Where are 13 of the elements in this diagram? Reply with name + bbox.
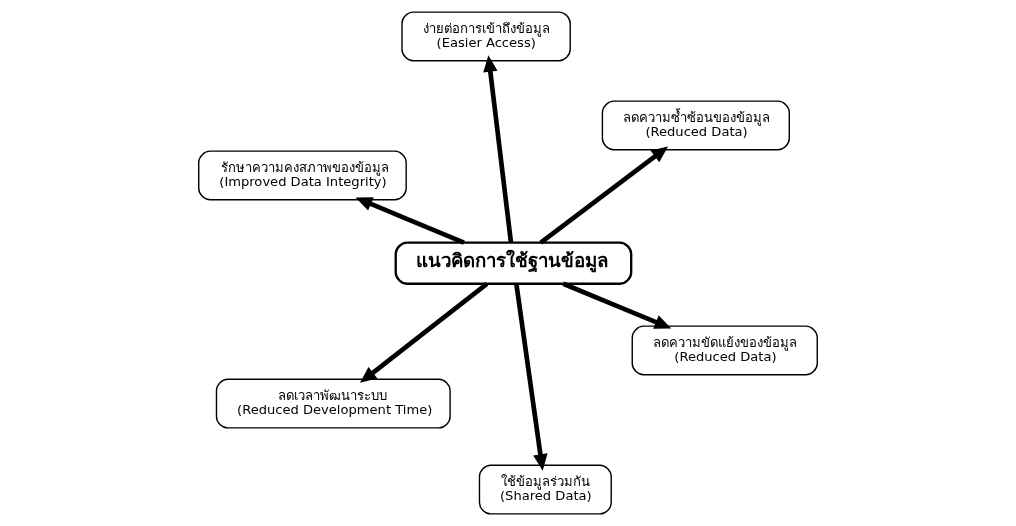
node-box: ง่ายต่อการเข้าถึงข้อมูล (Easier Access) [401,11,571,62]
node-box: ลดความขัดแย้งของข้อมูล (Reduced Data) [631,325,818,376]
arrow [562,281,672,329]
arrow [359,282,489,383]
node-box: ใช้ข้อมูลร่วมกัน (Shared Data) [478,464,612,515]
node-box: ลดความซ้ำซ้อนของข้อมูล (Reduced Data) [601,100,790,151]
node-box: แนวคิดการใช้ฐานข้อมูล [394,241,633,285]
arrow [539,146,669,245]
arrow [514,283,548,471]
arrow [483,55,514,243]
node-box: รักษาความคงสภาพของข้อมูล (Improved Data Integrity) [198,150,407,201]
arrow [355,197,465,245]
node-box: ลดเวลาพัฒนาระบบ (Reduced Development Time) [215,378,451,429]
